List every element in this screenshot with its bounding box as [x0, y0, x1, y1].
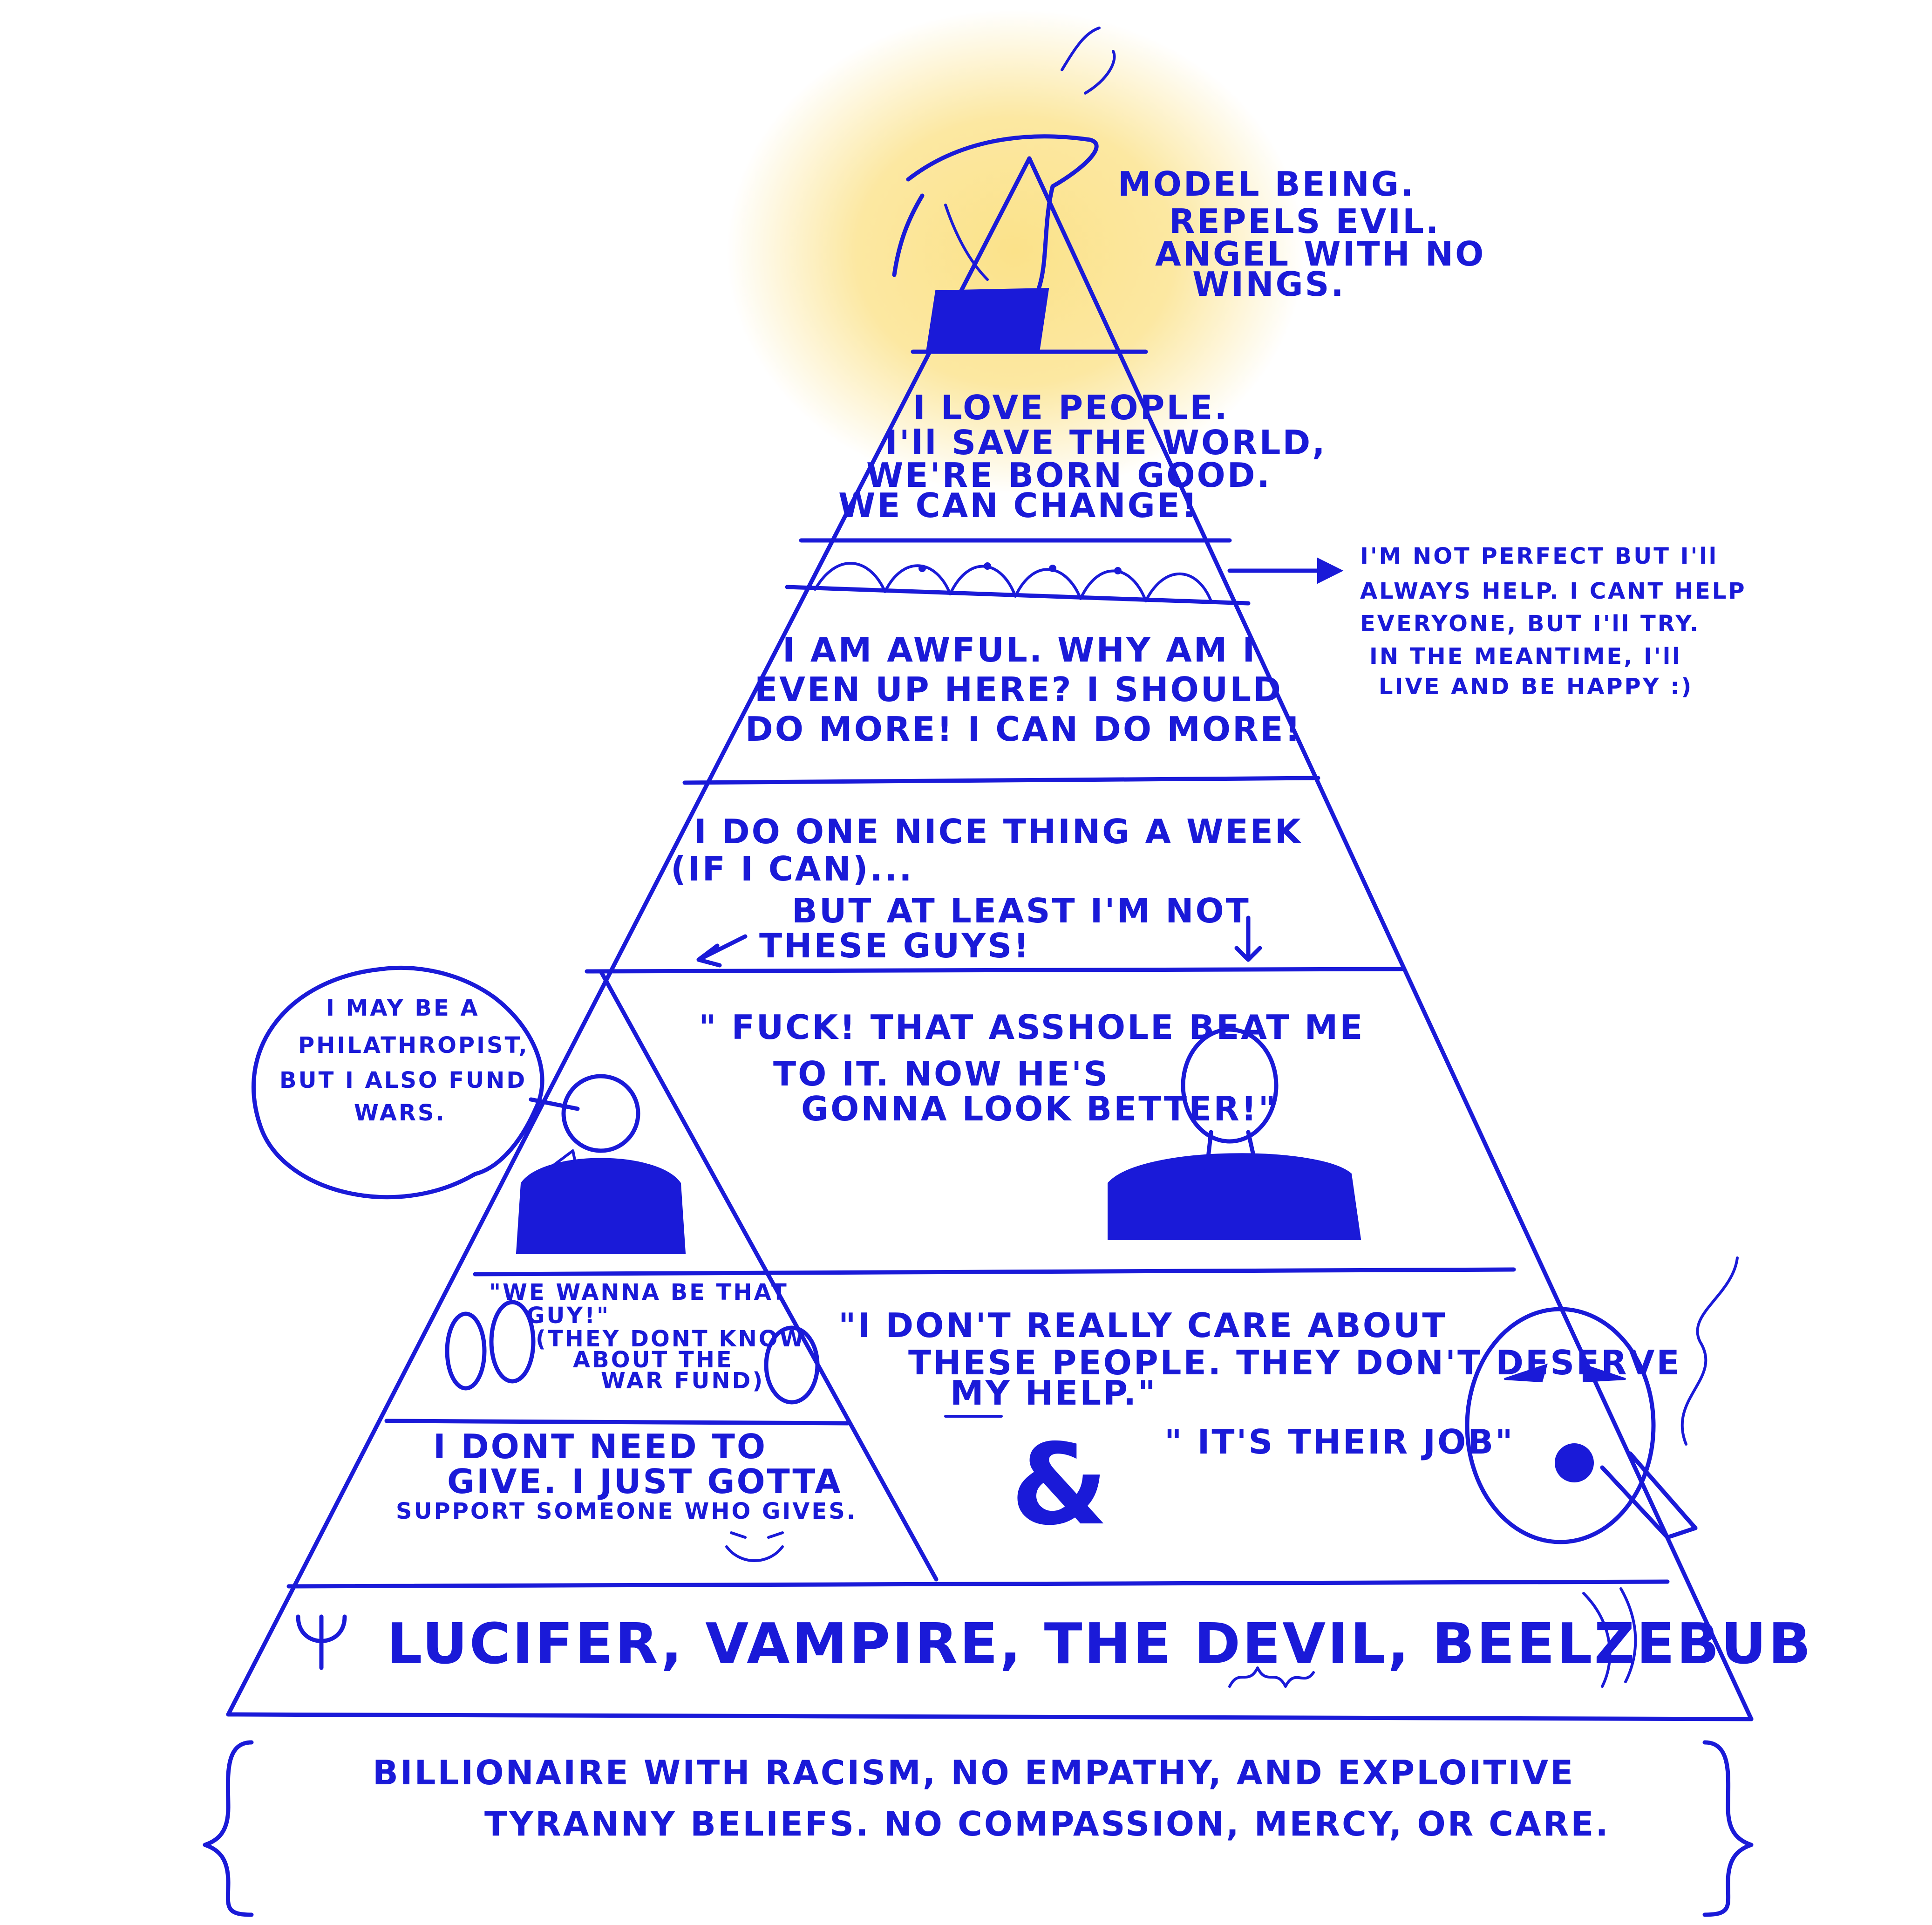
bottom-line2: TYRANNY BELIEFS. NO COMPASSION, MERCY, O…: [484, 1804, 1610, 1843]
tier-line-6: [473, 1267, 1516, 1277]
tier4-line2: (IF I CAN)...: [671, 849, 914, 888]
speech-line4: WARS.: [354, 1100, 446, 1126]
tier7-line1: I DONT NEED TO: [433, 1427, 767, 1466]
halo-glow: [727, 9, 1304, 494]
top-label-1: MODEL BEING.: [1118, 164, 1415, 204]
tier6-left2: GUY!": [526, 1303, 610, 1329]
tier-line-9: [226, 1712, 1754, 1721]
bottom-line1: BILLIONAIRE WITH RACISM, NO EMPATHY, AND…: [373, 1753, 1575, 1792]
tier7-line2: GIVE. I JUST GOTTA: [447, 1462, 843, 1501]
tier6-left4: ABOUT THE: [573, 1347, 734, 1373]
speech-line3: BUT I ALSO FUND: [279, 1067, 527, 1093]
wave-note-line2: ALWAYS HELP. I CANT HELP: [1360, 578, 1747, 604]
tier-line-8: [286, 1579, 1670, 1589]
wave-note-line3: EVERYONE, BUT I'll TRY.: [1360, 611, 1700, 637]
tier-line-7: [384, 1419, 850, 1426]
tier2-line3: WE'RE BORN GOOD.: [866, 456, 1272, 495]
tier5-quote3: GONNA LOOK BETTER!": [801, 1089, 1278, 1128]
tier3-line3: DO MORE! I CAN DO MORE!: [745, 710, 1302, 749]
wave-note-line5: LIVE AND BE HAPPY :): [1379, 674, 1693, 700]
tier6-left3: (THEY DONT KNOW: [536, 1326, 806, 1352]
tier6-right2: THESE PEOPLE. THEY DON'T DESERVE: [908, 1343, 1681, 1382]
tier6-right1: "I DON'T REALLY CARE ABOUT: [838, 1306, 1447, 1345]
brace-left: [203, 1740, 254, 1917]
tier2-line1: I LOVE PEOPLE.: [913, 388, 1229, 427]
pyramid-left-edge: [226, 156, 1032, 1717]
wave-band: [814, 562, 1212, 602]
model-being-portrait: [892, 27, 1116, 353]
smile-doodle: [725, 1531, 784, 1562]
arrow-down-guys: [1234, 915, 1262, 962]
tier-line-3: [785, 585, 1251, 606]
horns-doodle: [1582, 1587, 1637, 1688]
tier-line-5: [585, 967, 1404, 974]
tier2-line4: WE CAN CHANGE!: [838, 486, 1199, 525]
tier3-line1: I AM AWFUL. WHY AM I: [782, 630, 1257, 669]
brace-right: [1702, 1740, 1754, 1917]
top-label-3: ANGEL WITH NO: [1155, 234, 1485, 273]
top-label-2: REPELS EVIL.: [1169, 202, 1440, 241]
tier4-line1: I DO ONE NICE THING A WEEK: [694, 812, 1303, 851]
angry-figure: [1108, 1027, 1361, 1240]
tier4-line4: THESE GUYS!: [759, 926, 1031, 965]
ampersand: &: [1011, 1420, 1110, 1550]
tier3-line2: EVEN UP HERE? I SHOULD: [755, 670, 1283, 709]
tier2-line2: I'll SAVE THE WORLD,: [885, 423, 1327, 462]
pyramid-right-edge: [1027, 156, 1754, 1721]
wave-note-line1: I'M NOT PERFECT BUT I'll: [1360, 543, 1718, 569]
trident-icon: [296, 1614, 347, 1670]
tier-line-4: [682, 776, 1320, 785]
tier6-left5: WAR FUND): [601, 1368, 764, 1394]
tier6-left1: "WE WANNA BE THAT: [489, 1279, 789, 1305]
tier4-line3: BUT AT LEAST I'M NOT: [792, 891, 1251, 930]
tier5-quote2: TO IT. NOW HE'S: [773, 1054, 1109, 1093]
flames-doodle: [1228, 1666, 1315, 1688]
philanthropist-figure: [516, 1074, 686, 1254]
follower-figures: [445, 1300, 820, 1405]
arrow-left-guys: [696, 934, 748, 968]
speech-bubble: [252, 966, 544, 1200]
top-label-4: WINGS.: [1192, 265, 1346, 304]
inner-triangle: [599, 969, 939, 1582]
tier5-quote1: " FUCK! THAT ASSHOLE BEAT ME: [699, 1008, 1364, 1047]
wave-arrow-head: [1317, 557, 1344, 584]
speech-line2: PHILATHROPIST,: [298, 1032, 529, 1058]
cigar-face: [1465, 1256, 1739, 1544]
tier7-line3: SUPPORT SOMEONE WHO GIVES.: [396, 1498, 857, 1524]
tier6-right3: MY HELP.": [950, 1373, 1157, 1413]
tier6-right4: " IT'S THEIR JOB": [1164, 1422, 1515, 1461]
speech-bubble-tail: [529, 1097, 580, 1111]
speech-line1: I MAY BE A: [326, 995, 480, 1021]
base-line: LUCIFER, VAMPIRE, THE DEVIL, BEELZEBUB: [387, 1612, 1813, 1677]
wave-note-line4: IN THE MEANTIME, I'll: [1369, 643, 1682, 669]
